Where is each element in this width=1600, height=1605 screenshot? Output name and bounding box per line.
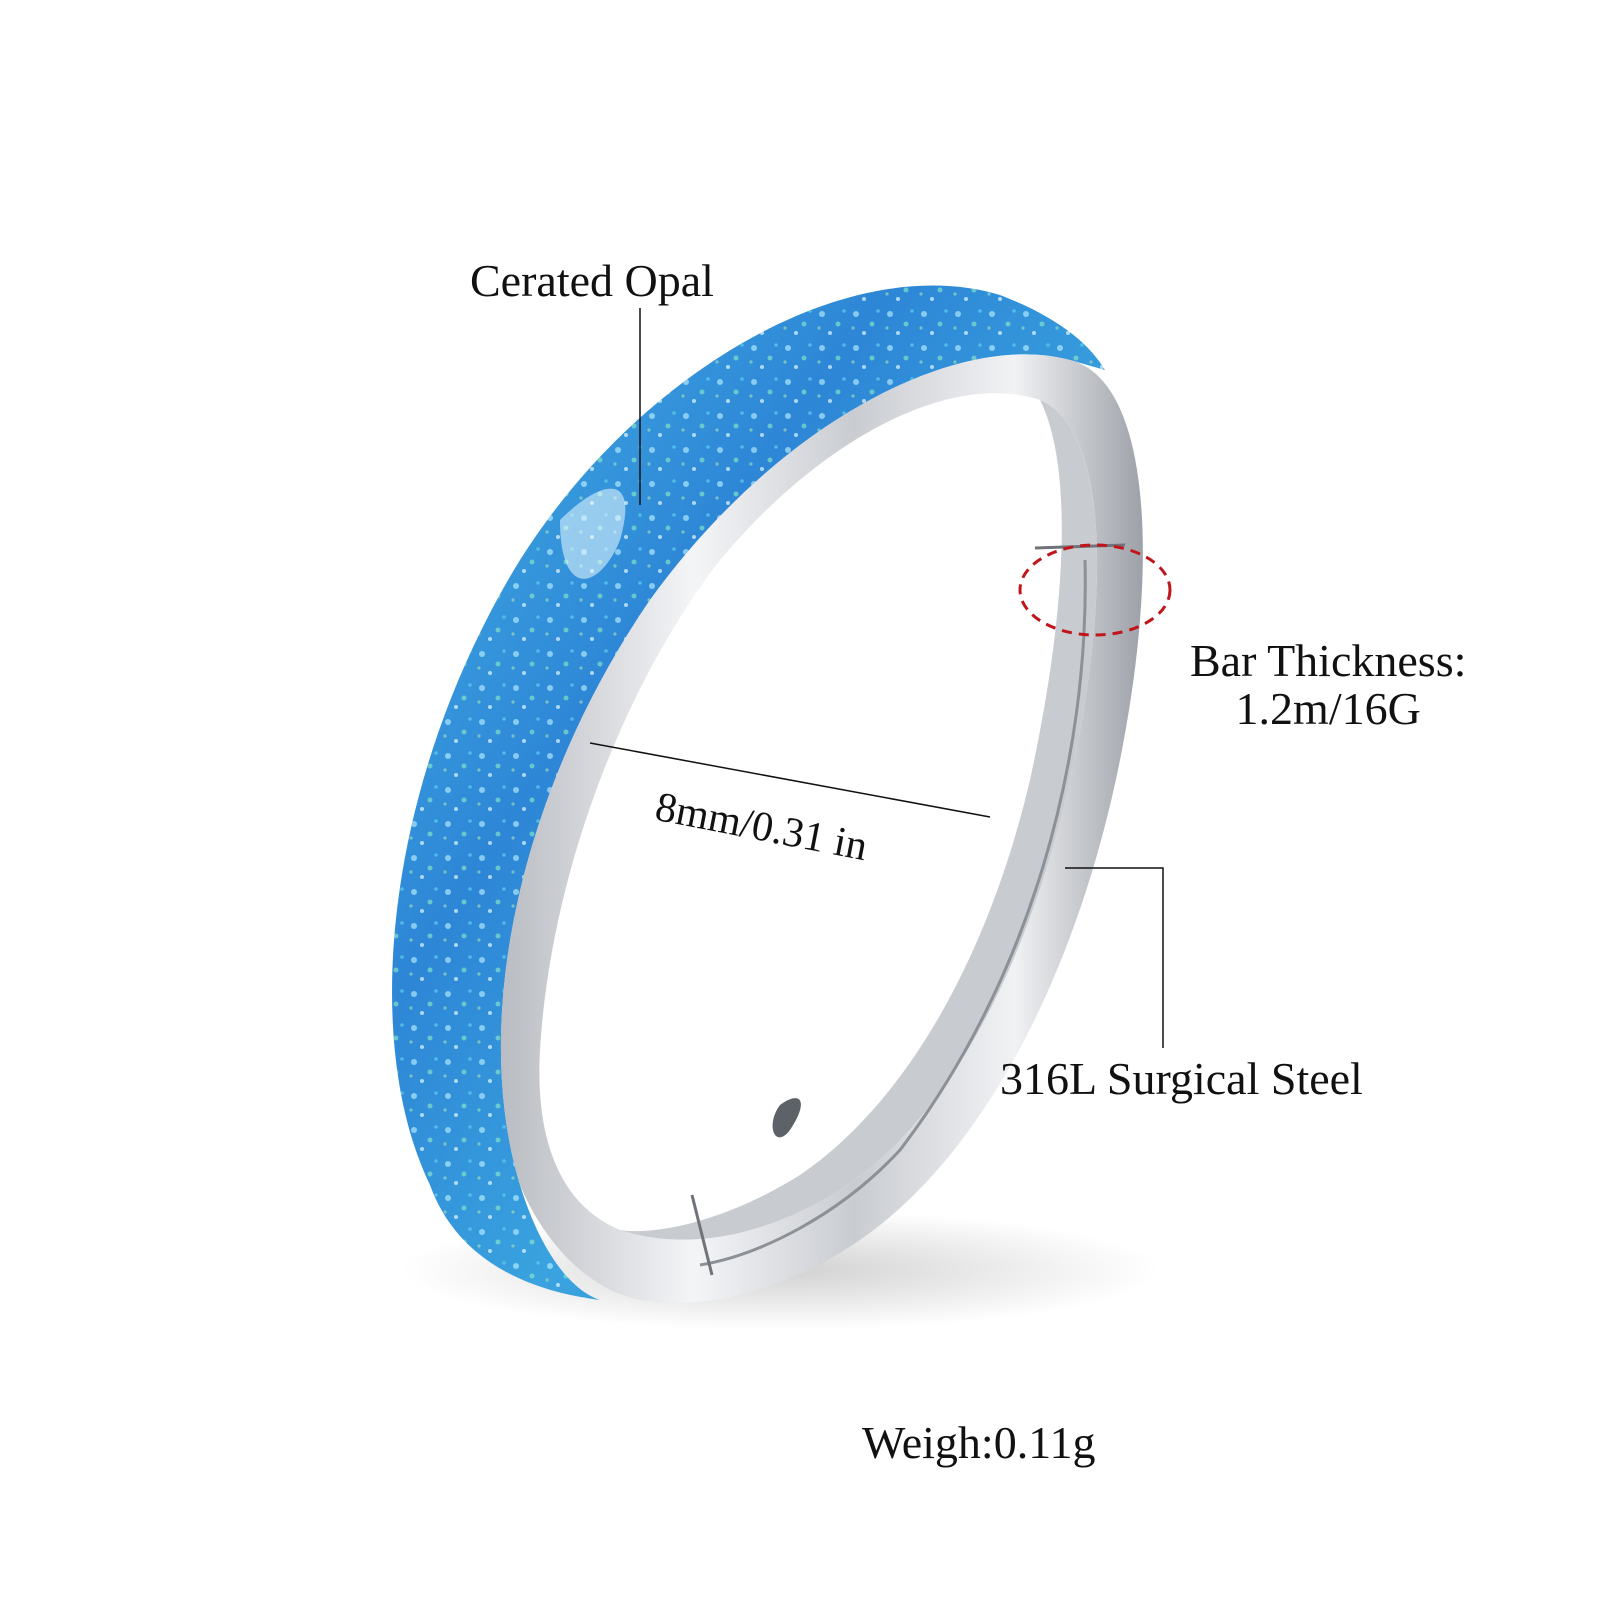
weight-label: Weigh:0.11g xyxy=(862,1417,1096,1468)
steel-callout-line xyxy=(1065,867,1164,1048)
opal-label: Cerated Opal xyxy=(470,255,714,306)
bar-thickness-title: Bar Thickness: xyxy=(1190,635,1467,686)
opal-band xyxy=(392,285,1106,1300)
diameter-line xyxy=(589,742,991,818)
bar-thickness-label: Bar Thickness: 1.2m/16G xyxy=(1190,635,1467,735)
steel-label: 316L Surgical Steel xyxy=(1000,1053,1363,1104)
hinge-marker xyxy=(1018,543,1172,637)
bar-thickness-value: 1.2m/16G xyxy=(1235,683,1421,735)
steel-ring xyxy=(500,354,1143,1303)
